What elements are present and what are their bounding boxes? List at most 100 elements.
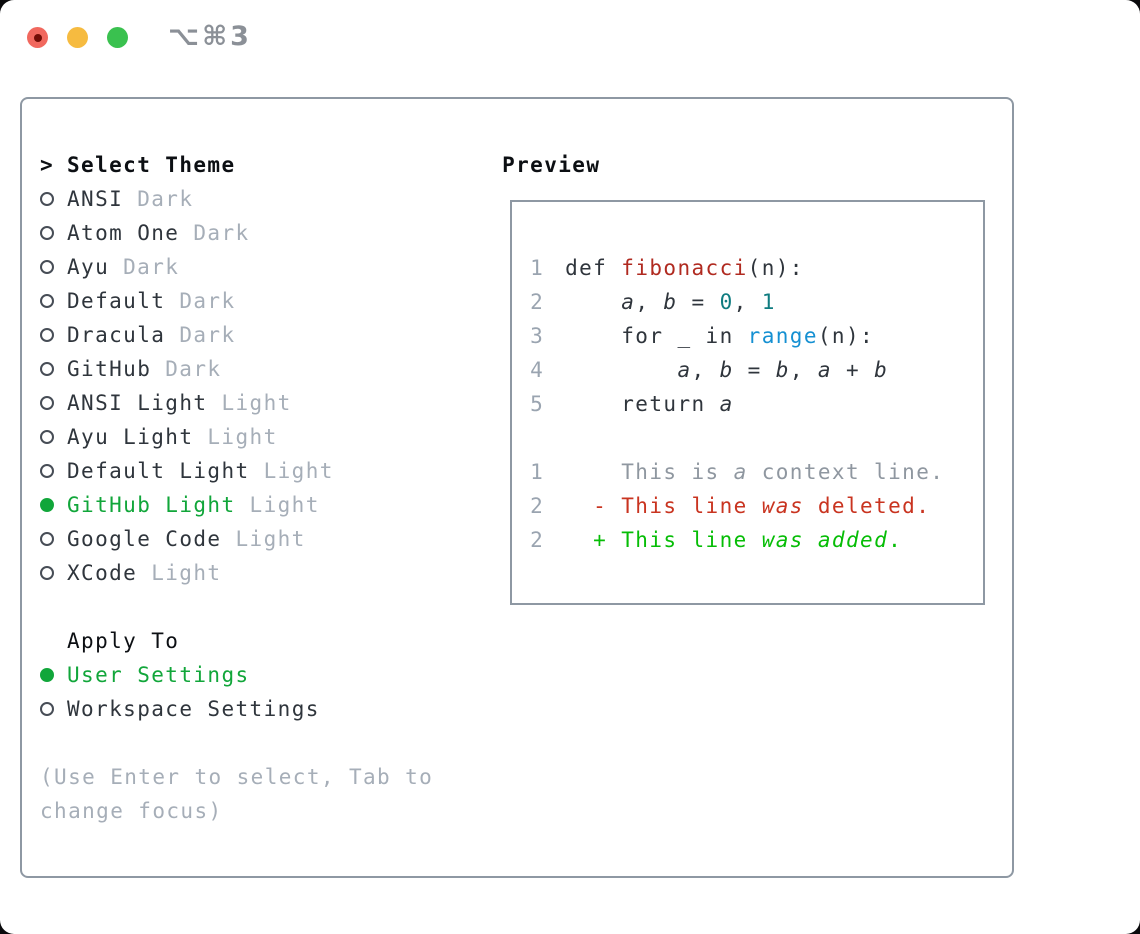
option-label: Dracula — [67, 323, 166, 347]
radio-bullet — [40, 328, 67, 342]
code-token: a — [621, 290, 636, 314]
preview-title: Preview — [502, 153, 601, 177]
code-token: a — [677, 358, 692, 382]
radio-bullet — [40, 396, 67, 410]
theme-option-github[interactable]: GitHub Dark — [40, 352, 502, 386]
line-content: def fibonacci(n): — [565, 256, 804, 280]
radio-unselected-icon — [40, 396, 54, 410]
code-token — [565, 358, 677, 382]
radio-bullet — [40, 532, 67, 546]
code-token: b — [775, 358, 790, 382]
close-dot-icon — [33, 33, 42, 42]
code-token: = — [733, 358, 776, 382]
radio-unselected-icon — [40, 260, 54, 274]
theme-variant-tag: Light — [249, 493, 320, 517]
option-label: User Settings — [67, 663, 250, 687]
code-token: b — [719, 358, 734, 382]
code-token: was — [761, 494, 804, 518]
code-token: added — [817, 528, 889, 552]
code-token: context line. — [747, 460, 945, 484]
line-content: This is a context line. — [565, 460, 944, 484]
theme-variant-tag: Light — [263, 459, 334, 483]
preview-line: 2 - This line was deleted. — [530, 489, 983, 523]
code-token — [565, 290, 621, 314]
selection-caret: > — [40, 153, 55, 177]
code-token: + — [831, 358, 875, 382]
option-label: GitHub — [67, 357, 152, 381]
radio-unselected-icon — [40, 294, 54, 308]
line-content: + This line was added. — [565, 528, 902, 552]
apply-to-header: Apply To — [40, 624, 502, 658]
spacer — [40, 726, 502, 760]
line-number: 2 — [530, 528, 545, 552]
minimize-button[interactable] — [67, 27, 88, 48]
preview-line: 2 + This line was added. — [530, 523, 983, 557]
code-token: (n): — [817, 324, 875, 348]
theme-option-ansi[interactable]: ANSI Dark — [40, 182, 502, 216]
theme-variant-tag: Dark — [193, 221, 250, 245]
option-label: GitHub Light — [67, 493, 236, 517]
option-label: ANSI — [67, 187, 124, 211]
theme-variant-tag: Dark — [179, 289, 236, 313]
option-label: ANSI Light — [67, 391, 208, 415]
option-label: XCode — [67, 561, 138, 585]
code-token: a — [733, 460, 748, 484]
theme-option-xcode[interactable]: XCode Light — [40, 556, 502, 590]
code-token: 1 — [761, 290, 776, 314]
line-content: for _ in range(n): — [565, 324, 874, 348]
select-theme-header: > Select Theme — [40, 148, 502, 182]
theme-option-ansi-light[interactable]: ANSI Light Light — [40, 386, 502, 420]
zoom-button[interactable] — [107, 27, 128, 48]
apply-option-user-settings[interactable]: User Settings — [40, 658, 502, 692]
code-token: , — [789, 358, 818, 382]
code-token: This is — [565, 460, 734, 484]
code-token: , — [635, 290, 664, 314]
theme-variant-tag: Dark — [137, 187, 194, 211]
code-token: deleted. — [803, 494, 931, 518]
code-token: b — [874, 358, 889, 382]
code-token: a — [719, 392, 734, 416]
theme-variant-tag: Dark — [165, 357, 222, 381]
code-token: = — [677, 290, 720, 314]
radio-selected-icon — [40, 668, 54, 682]
code-token: , — [691, 358, 720, 382]
radio-bullet — [40, 294, 67, 308]
line-number: 1 — [530, 460, 545, 484]
window-title: ⌥⌘3 — [168, 21, 252, 52]
radio-bullet — [40, 668, 67, 682]
option-label: Workspace Settings — [67, 697, 320, 721]
code-token — [804, 528, 818, 552]
theme-option-github-light[interactable]: GitHub Light Light — [40, 488, 502, 522]
theme-variant-tag: Light — [235, 527, 306, 551]
theme-variant-tag: Light — [151, 561, 222, 585]
radio-unselected-icon — [40, 362, 54, 376]
line-content: a, b = b, a + b — [565, 358, 888, 382]
code-token: , — [733, 290, 762, 314]
code-token: range — [747, 324, 818, 348]
theme-variant-tag: Light — [221, 391, 292, 415]
spacer — [40, 590, 502, 624]
option-label: Ayu Light — [67, 425, 194, 449]
preview-line: 5 return a — [530, 387, 983, 421]
radio-unselected-icon — [40, 566, 54, 580]
code-token: def — [565, 256, 622, 280]
radio-bullet — [40, 226, 67, 240]
apply-to-title: Apply To — [67, 629, 180, 653]
line-number: 1 — [530, 256, 545, 280]
close-button[interactable] — [27, 27, 48, 48]
apply-option-workspace-settings[interactable]: Workspace Settings — [40, 692, 502, 726]
code-token: . — [888, 528, 903, 552]
line-content: a, b = 0, 1 — [565, 290, 776, 314]
